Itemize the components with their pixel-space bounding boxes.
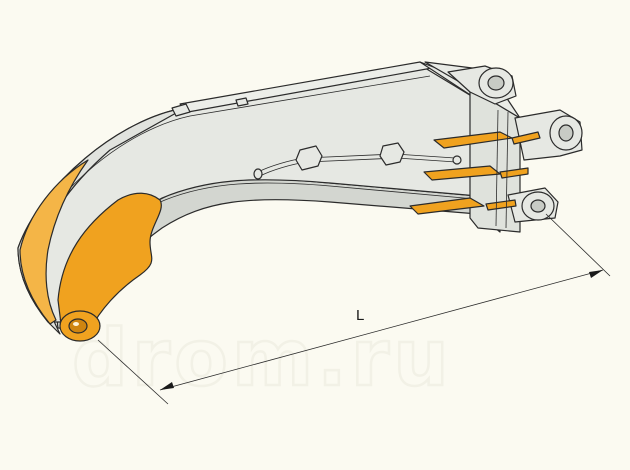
dimension-line xyxy=(159,269,604,391)
arrow-right xyxy=(589,270,603,278)
lower-right-pin-boss xyxy=(521,191,555,221)
foot-pin-boss xyxy=(59,310,101,342)
watermark: drom.ru xyxy=(72,314,453,404)
reinforcement-edge-left xyxy=(19,159,89,325)
reinforcement-plate-left xyxy=(57,192,162,333)
pipe-clamp-1 xyxy=(295,145,323,171)
extension-line-right xyxy=(545,213,611,277)
pipe-clamp-2 xyxy=(379,142,405,166)
top-pin-boss xyxy=(478,67,514,99)
top-grease-fittings xyxy=(171,97,249,117)
length-dimension: L xyxy=(97,213,611,405)
pipe-fitting-right xyxy=(452,155,462,165)
upper-right-pin-boss xyxy=(549,115,583,151)
gusset-ribs xyxy=(409,109,541,229)
hydraulic-line xyxy=(253,142,462,180)
dimension-label: L xyxy=(356,307,364,324)
extension-line-left xyxy=(97,339,169,405)
arrow-left xyxy=(160,382,174,390)
pipe-fitting-left xyxy=(253,168,263,180)
